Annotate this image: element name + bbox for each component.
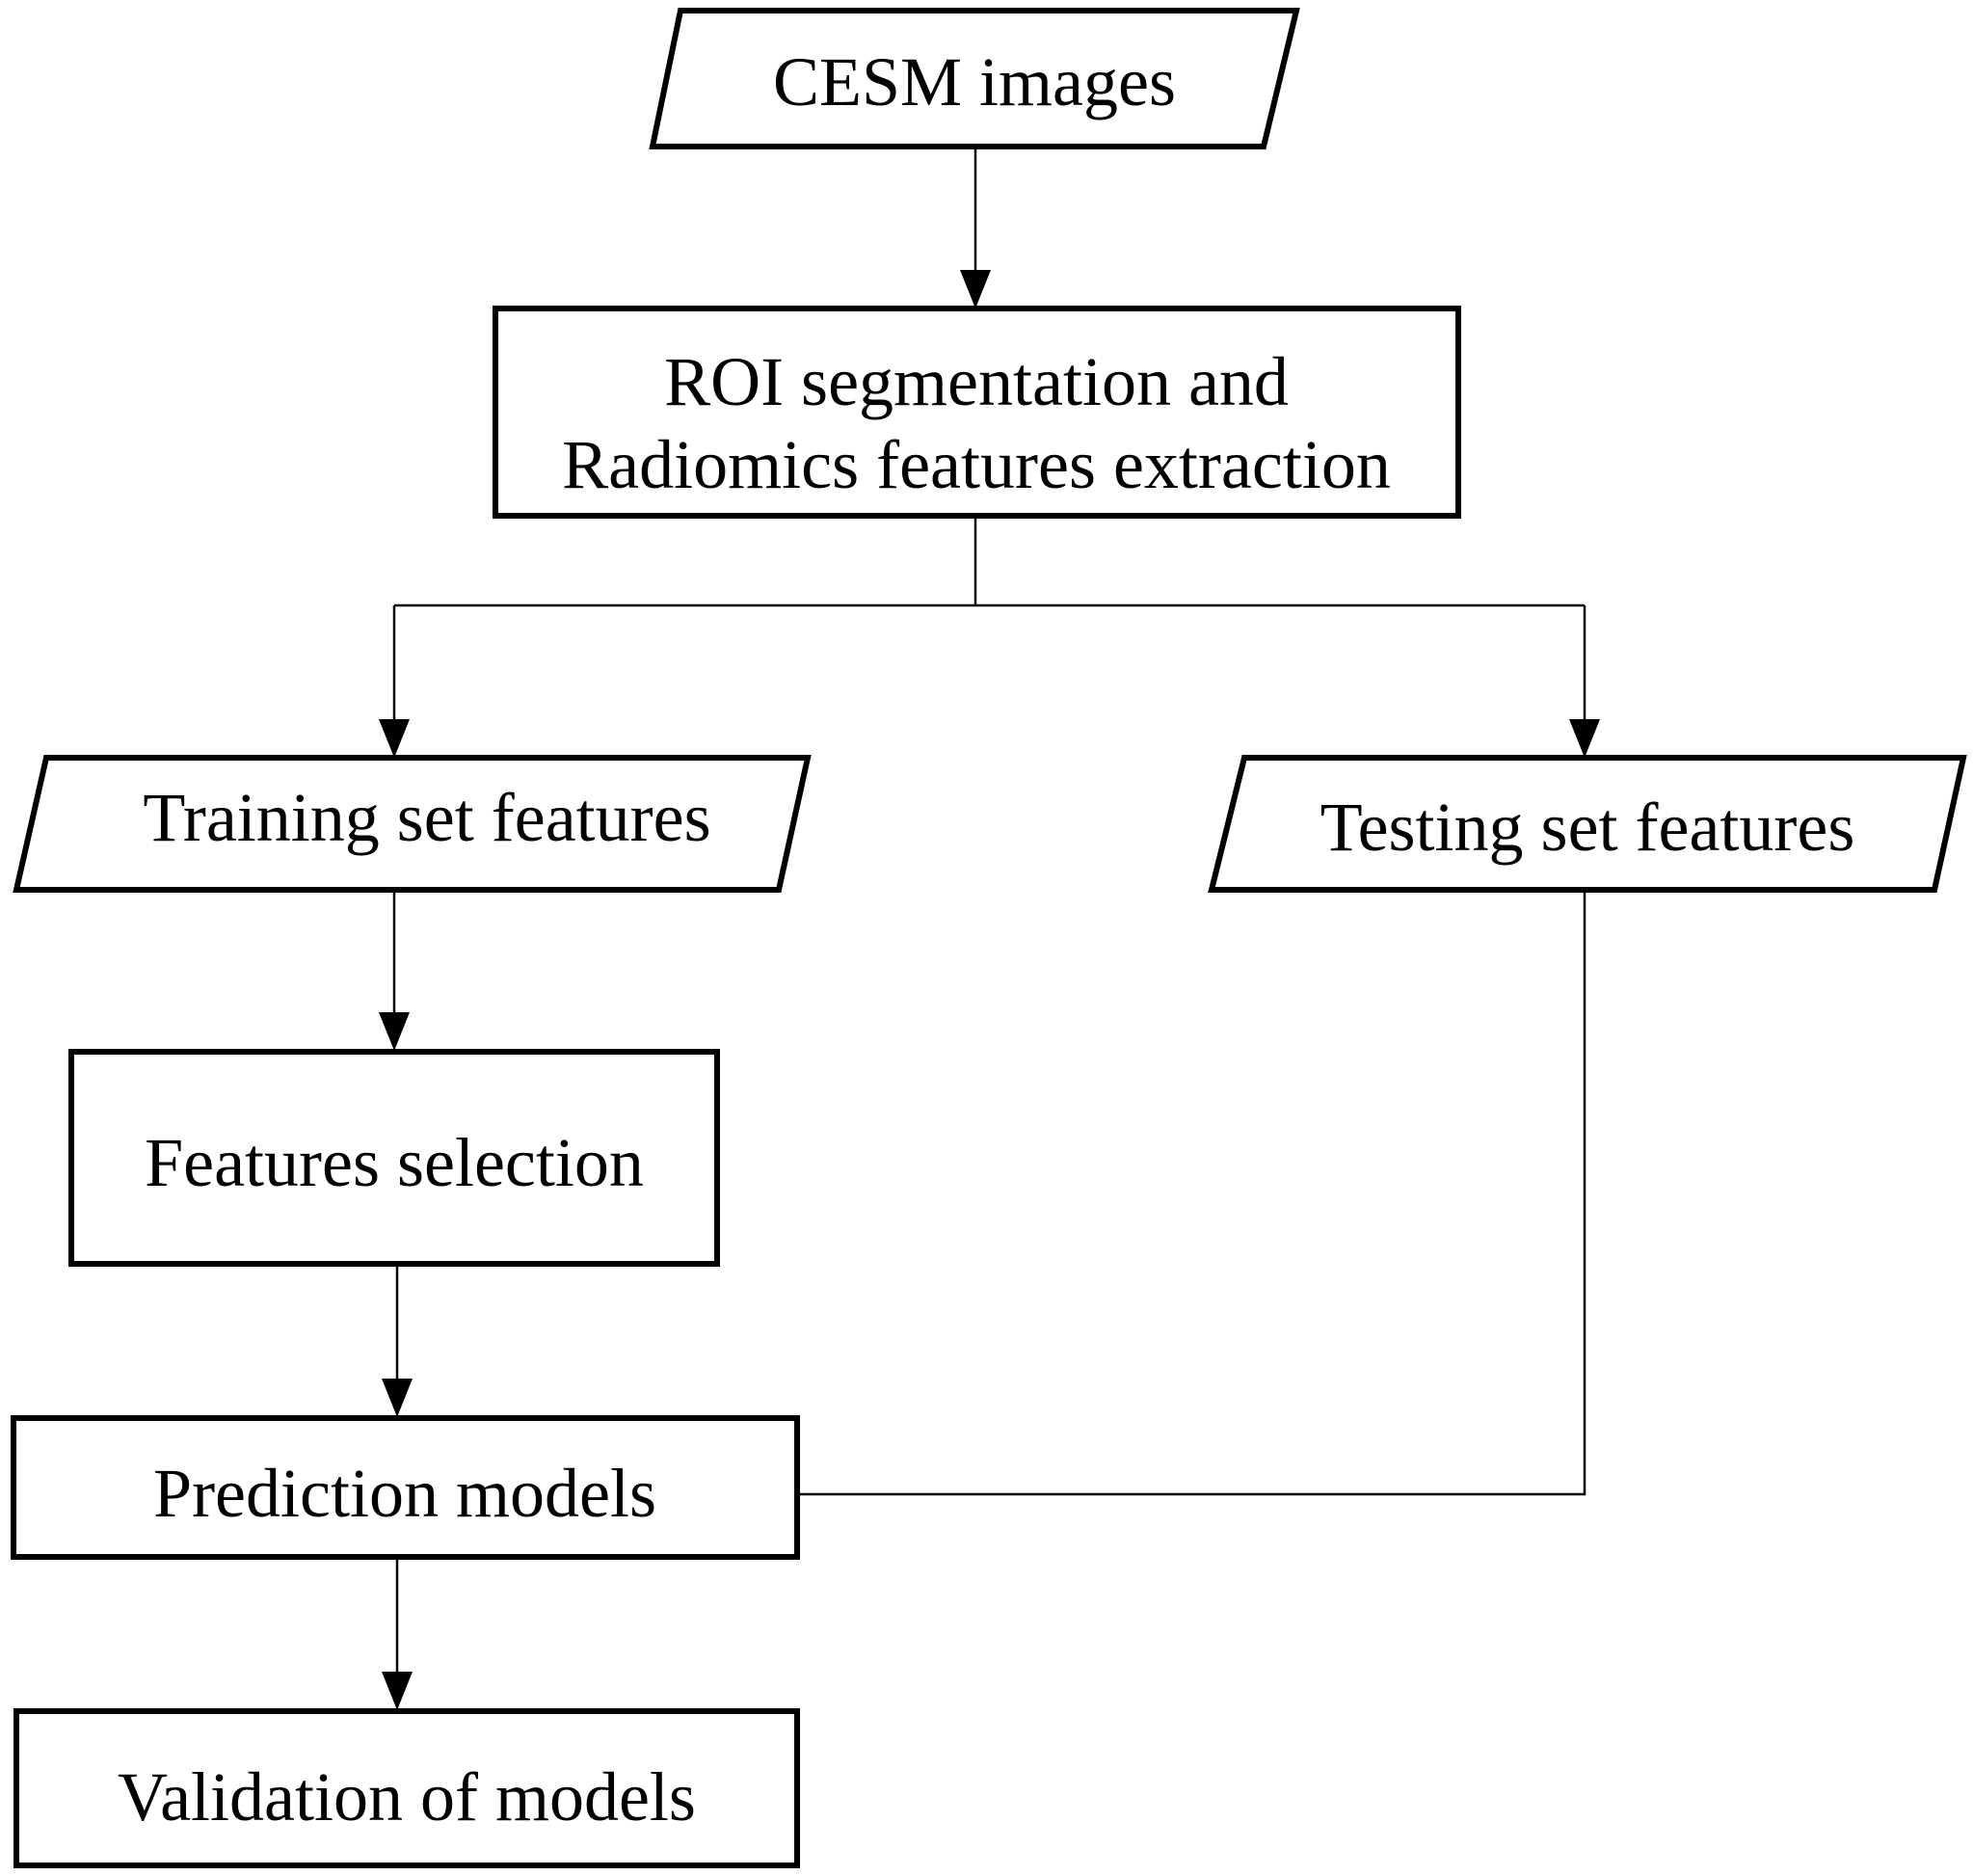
node-prediction-models: Prediction models [11,1415,800,1560]
label-validation: Validation of models [118,1758,696,1836]
connector-testing-to-prediction [798,891,1586,1496]
label-roi-line-2: Radiomics features extraction [562,426,1391,503]
parallelogram-cesm-images [649,7,1300,149]
label-features-selection: Features selection [145,1124,644,1201]
node-training-set: Training set features [13,755,812,893]
arrowhead-training [379,719,410,758]
rectangle-validation [13,1708,800,1868]
rectangle-features-selection [68,1049,720,1267]
node-features-selection: Features selection [68,1049,720,1267]
label-prediction-models: Prediction models [153,1455,656,1532]
label-roi-line-1: ROI segmentation and [664,343,1289,420]
arrowhead-testing [1569,719,1600,758]
label-training-set: Training set features [143,779,710,856]
rectangle-roi-extraction [493,306,1461,519]
parallelogram-training-set [13,755,812,893]
parallelogram-testing-set [1208,755,1967,893]
connectors [379,147,1600,1710]
label-testing-set: Testing set features [1320,789,1855,866]
node-validation: Validation of models [13,1708,800,1868]
arrowhead-prediction [382,1379,413,1417]
arrowhead-validation [382,1672,413,1710]
node-cesm-images: CESM images [649,7,1300,149]
label-cesm-images: CESM images [773,43,1176,121]
node-roi-extraction: ROI segmentation and Radiomics features … [493,306,1461,519]
arrowhead-roi [960,270,991,308]
node-testing-set: Testing set features [1208,755,1967,893]
arrowhead-selection [379,1012,410,1051]
rectangle-prediction-models [11,1415,800,1560]
